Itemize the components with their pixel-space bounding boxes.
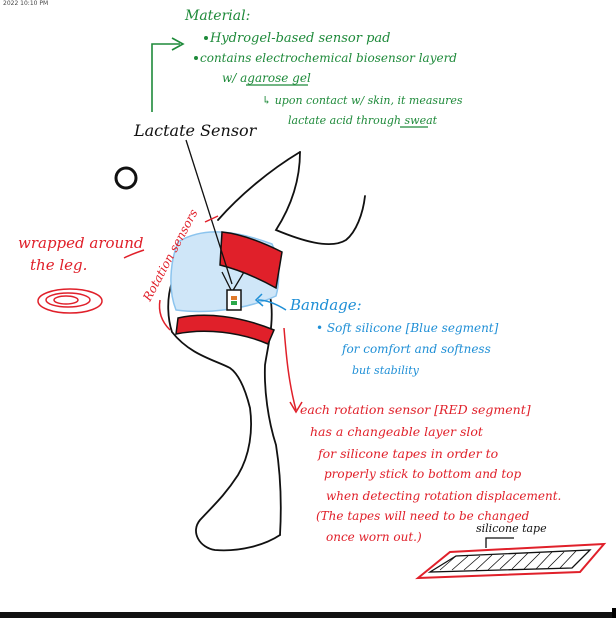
material-notes: Material: Hydrogel-based sensor pad cont… xyxy=(184,8,463,127)
sensor-indicator-green xyxy=(231,301,237,305)
bottom-bar xyxy=(0,612,616,618)
material-bullet-2: contains electrochemical biosensor layer… xyxy=(200,51,457,65)
bullet-dot xyxy=(204,36,208,40)
rotation-note-line-2: has a changeable layer slot xyxy=(310,424,484,439)
rotation-note-line-4: properly stick to bottom and top xyxy=(324,467,521,481)
silicone-tape-label: silicone tape xyxy=(476,522,547,535)
circle-marker-icon xyxy=(116,168,136,188)
material-bullet-2b: w/ agarose gel xyxy=(222,71,311,85)
bandage-title: Bandage: xyxy=(289,296,362,314)
rotation-note-line-6: (The tapes will need to be changed xyxy=(316,509,530,523)
material-bullet-1: Hydrogel-based sensor pad xyxy=(209,31,390,46)
wrap-scribble-icon xyxy=(38,289,102,313)
sensor-indicator-orange xyxy=(231,296,237,300)
bandage-line-3: but stability xyxy=(352,364,420,377)
scroll-knob[interactable] xyxy=(612,608,616,618)
bandage-notes: Bandage: • Soft silicone [Blue segment] … xyxy=(289,296,499,377)
material-sub-1: ↳ upon contact w/ skin, it measures xyxy=(262,94,463,107)
lactate-sensor-label: Lactate Sensor xyxy=(133,121,258,140)
bullet-dot xyxy=(194,56,198,60)
rotation-note-arrow xyxy=(284,328,296,410)
tape-red-outline xyxy=(418,544,604,578)
rotation-note-line-3: for silicone tapes in order to xyxy=(317,446,498,461)
material-arrow xyxy=(152,44,180,112)
bandage-line-1: • Soft silicone [Blue segment] xyxy=(316,321,499,335)
wrapped-note: wrapped around the leg. xyxy=(18,234,143,274)
red-segment-bottom xyxy=(176,315,274,344)
wrapped-line-2: the leg. xyxy=(30,256,87,274)
rotation-note-line-7: once worn out.) xyxy=(326,530,422,544)
rotation-note-line-1: each rotation sensor [RED segment] xyxy=(300,402,531,417)
material-title: Material: xyxy=(184,8,250,24)
wrapped-line-1: wrapped around xyxy=(18,234,143,252)
tape-arrow xyxy=(486,538,514,548)
rotation-note-line-5: when detecting rotation displacement. xyxy=(326,489,561,503)
bandage-line-2: for comfort and softness xyxy=(341,342,491,356)
material-sub-2: lactate acid through sweat xyxy=(288,114,438,127)
